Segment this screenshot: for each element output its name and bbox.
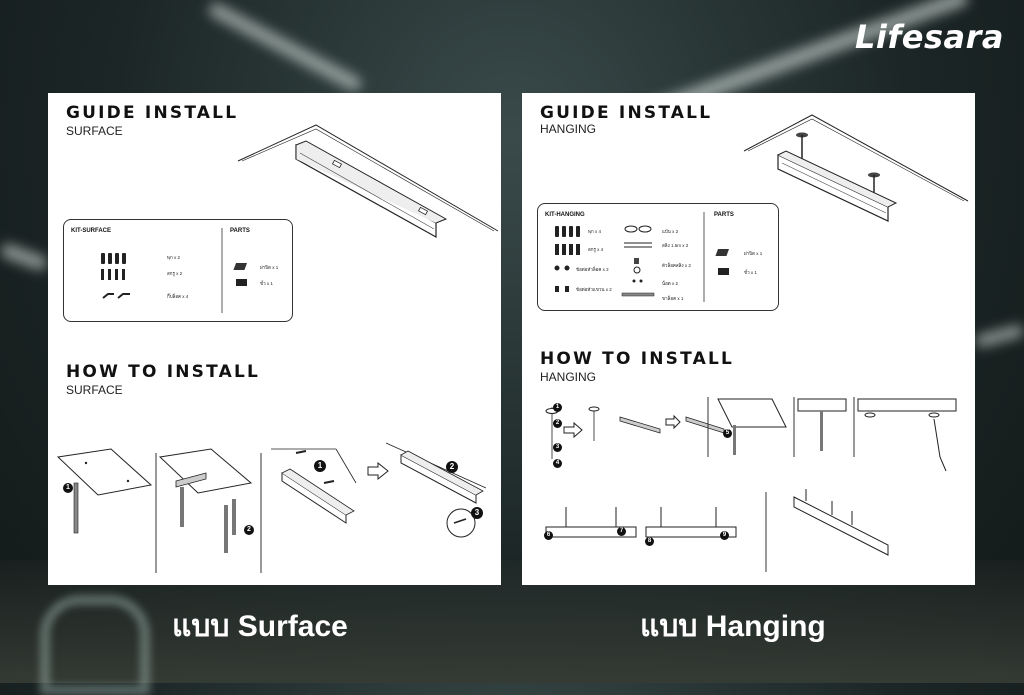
guide-title: GUIDE INSTALL: [66, 103, 239, 123]
kit-item: สลิง 1.5m x 2: [662, 243, 689, 248]
screw-icon: [555, 244, 580, 255]
kit-item: พุก x 2: [167, 255, 180, 260]
connector-icon: [718, 268, 729, 275]
parts-item: ฝาปิด x 1: [744, 251, 763, 256]
step-badge: 8: [645, 537, 654, 546]
step-badge: 2: [446, 461, 458, 473]
parts-item: ฝาปิด x 1: [260, 265, 279, 270]
kit-surface-box: KIT-SURFACE PARTS พุก x 2 สกรู x 2 กิ๊ปล…: [63, 219, 293, 322]
kit-title: KIT-HANGING: [545, 212, 585, 218]
hanging-caption: แบบ Hanging: [640, 610, 826, 643]
surface-guide-sheet: GUIDE INSTALL SURFACE KIT-SURFACE PARTS …: [48, 93, 501, 585]
hanging-fixture-illustration: [743, 114, 969, 222]
howto-subtitle: HANGING: [540, 370, 597, 384]
kit-item: สกรู x 2: [167, 271, 183, 276]
background-light: [206, 0, 364, 93]
step-badge: 2: [244, 525, 254, 535]
kit-item: ขาล็อค x 1: [662, 296, 684, 301]
wire-icon: [624, 242, 652, 248]
kit-item: ข้อต่อหัวล็อค x 2: [576, 267, 609, 272]
parts-title: PARTS: [230, 228, 250, 234]
background-light: [0, 242, 49, 272]
hanging-guide-sheet: GUIDE INSTALL HANGING KIT-HANGING PARTS …: [522, 93, 975, 585]
kit-item: ข้อต่อหัวแขวน x 2: [576, 287, 612, 292]
background-light: [974, 323, 1024, 349]
anchor-icon: [101, 253, 126, 264]
step-badge: 2: [553, 419, 562, 428]
guide-title: GUIDE INSTALL: [540, 103, 713, 123]
kit-divider: [703, 212, 705, 302]
anchor-icon: [555, 226, 580, 237]
kit-item: แป้น x 2: [662, 229, 679, 234]
connector-icon: [236, 279, 247, 286]
clip-icon: [102, 293, 130, 299]
background-sign: [40, 595, 150, 695]
step-badge: 5: [723, 429, 732, 438]
parts-title: PARTS: [714, 212, 734, 218]
kit-hanging-box: KIT-HANGING PARTS พุก x 4 สกรู x 4 ข้อต่…: [537, 203, 779, 311]
bracket-icon: [621, 292, 655, 297]
wire-lock-icon: [633, 258, 641, 274]
kit-item: สกรู x 4: [588, 247, 604, 252]
kit-item: กิ๊ปล็อค x 4: [167, 294, 189, 299]
surface-fixture-illustration: [237, 124, 499, 239]
end-cap-icon: [233, 263, 247, 270]
howto-subtitle: SURFACE: [66, 383, 123, 397]
lock-joint-icon: [554, 265, 570, 271]
step-badge: 7: [617, 527, 626, 536]
step-badge: 3: [471, 507, 483, 519]
brand-logo: Lifesara: [855, 18, 1004, 56]
kit-item: ตัวล็อคสลิง x 2: [662, 263, 691, 268]
hanging-step-illustrations: [545, 397, 957, 572]
kit-item: น็อต x 2: [662, 281, 678, 286]
guide-subtitle: HANGING: [540, 122, 597, 136]
howto-title: HOW TO INSTALL: [66, 362, 261, 382]
step-badge: 6: [544, 531, 553, 540]
howto-title: HOW TO INSTALL: [540, 349, 735, 369]
step-badge: 1: [314, 460, 326, 472]
step-badge: 1: [553, 403, 562, 412]
parts-item: ขั้ว x 1: [260, 281, 273, 286]
kit-divider: [221, 228, 223, 313]
surface-caption: แบบ Surface: [172, 610, 348, 643]
step-badge: 1: [63, 483, 73, 493]
canopy-icon: [624, 225, 652, 233]
step-badge: 4: [553, 459, 562, 468]
kit-item: พุก x 4: [588, 229, 601, 234]
end-cap-icon: [715, 249, 729, 256]
surface-step-illustrations: [56, 442, 487, 573]
step-badge: 3: [553, 443, 562, 452]
parts-item: ขั้ว x 1: [744, 270, 757, 275]
kit-title: KIT-SURFACE: [71, 228, 112, 234]
hanger-joint-icon: [555, 286, 569, 292]
step-badge: 9: [720, 531, 729, 540]
nut-icon: [632, 279, 643, 283]
screw-icon: [101, 269, 125, 280]
guide-subtitle: SURFACE: [66, 124, 123, 138]
